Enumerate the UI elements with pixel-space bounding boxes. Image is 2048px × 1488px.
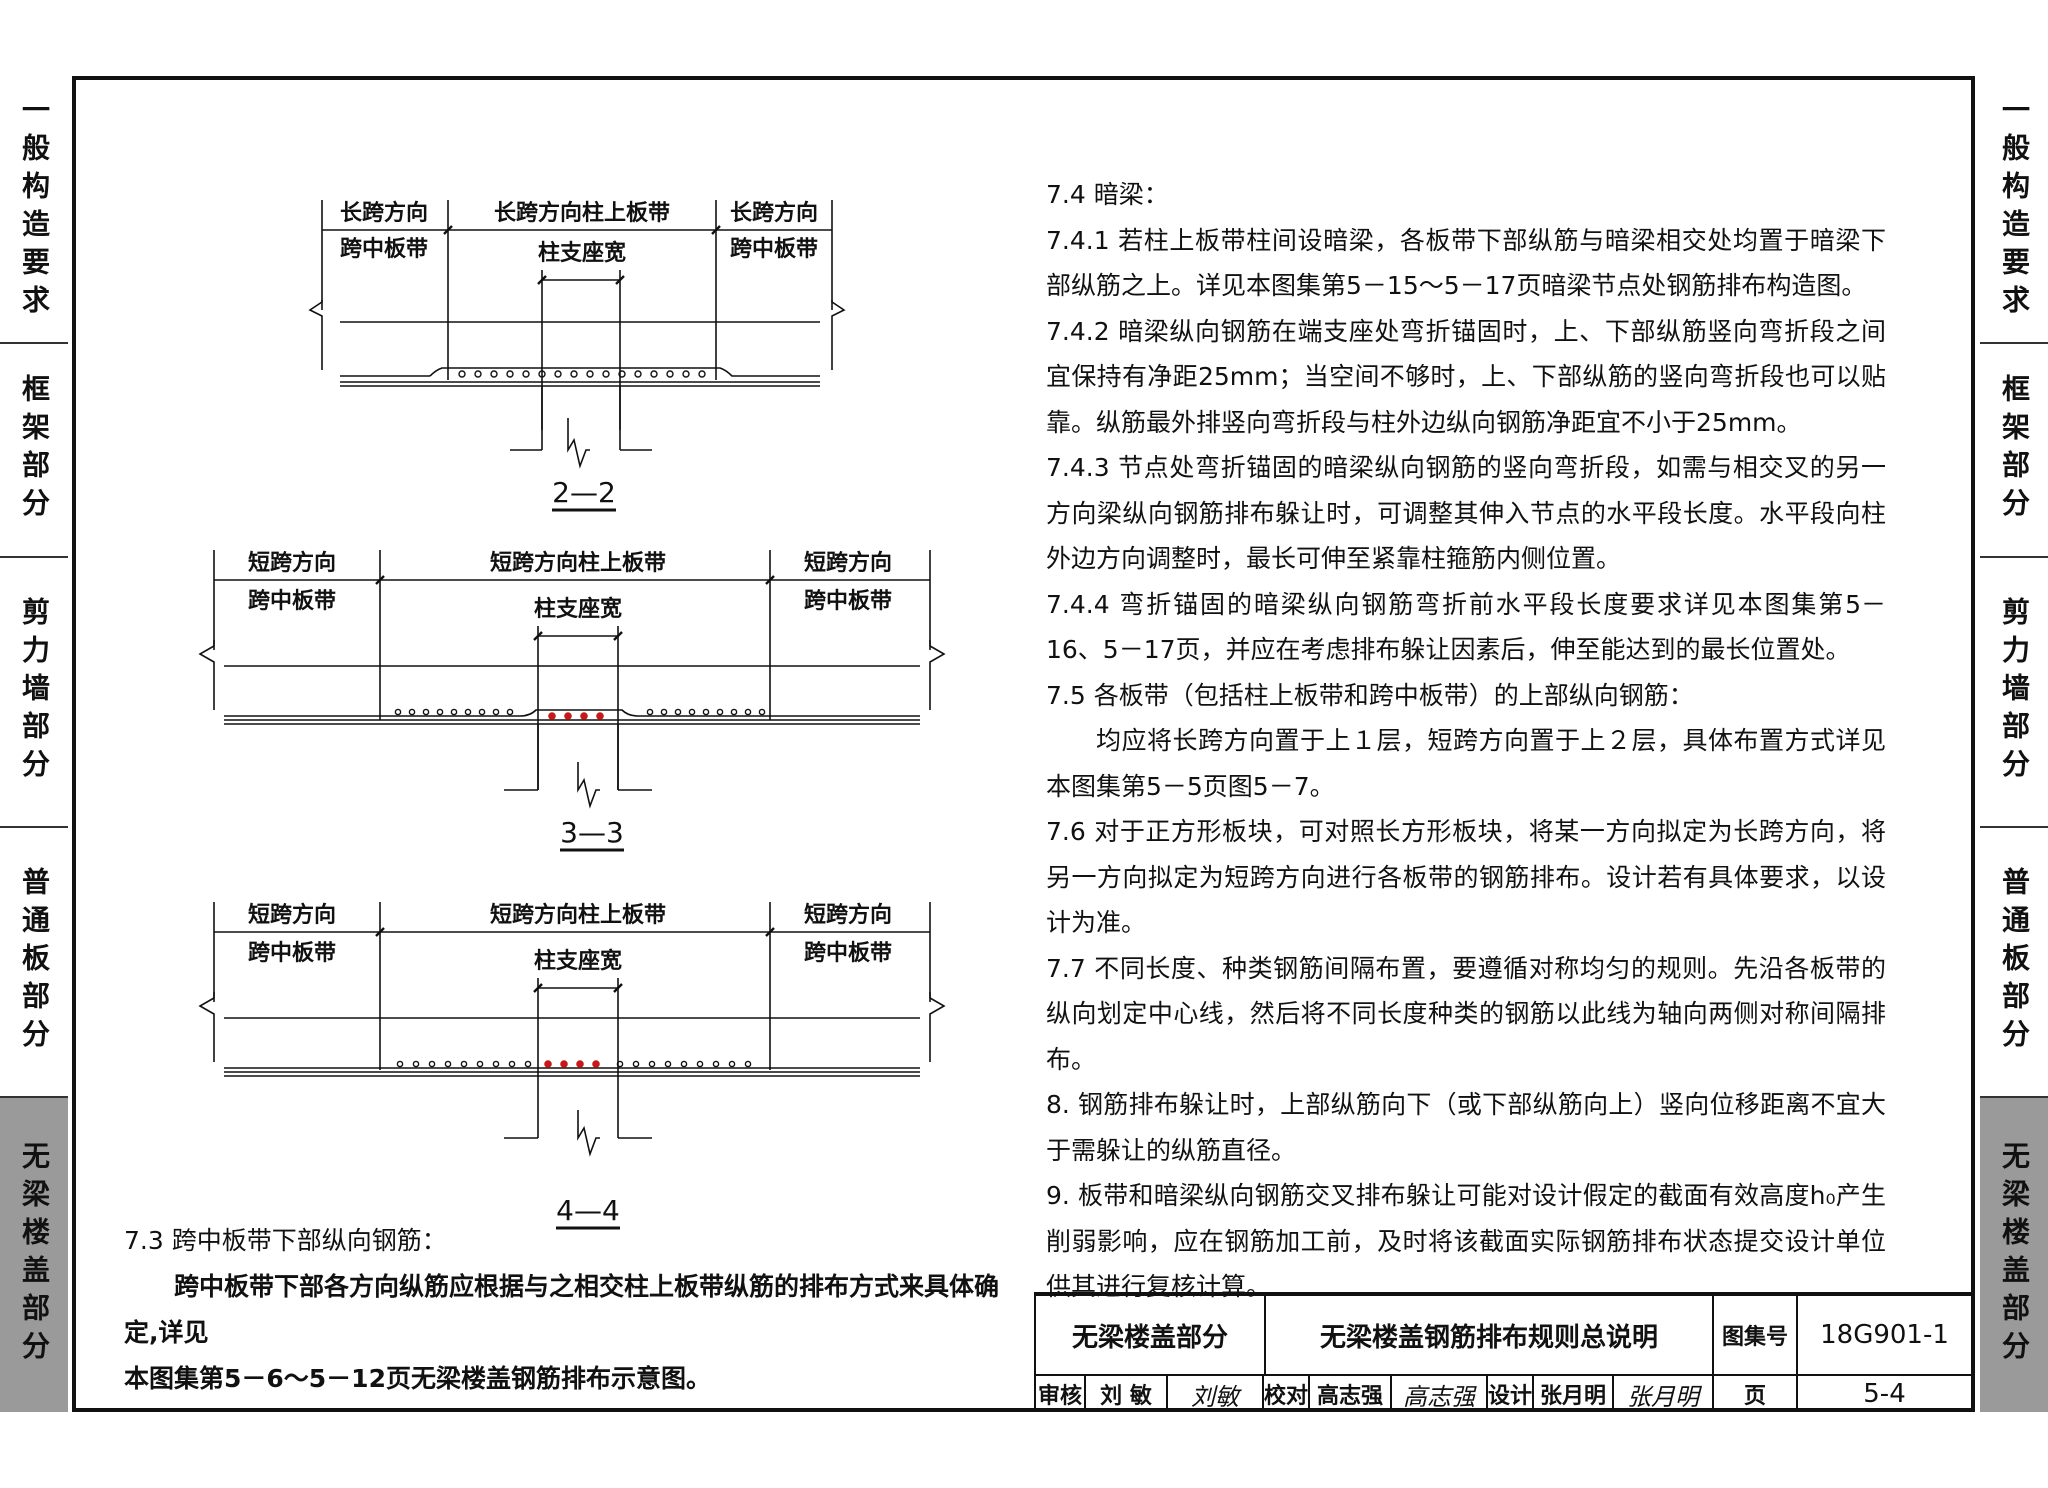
checker-name: 高志强 [1316,1384,1383,1409]
band-label: 长跨方向柱上板带 [494,200,670,226]
note-heading: 7.3 跨中板带下部纵向钢筋： [124,1226,447,1255]
reviewer-signature: 刘敏 [1191,1382,1239,1411]
atlas-label: 图集号 [1721,1325,1788,1350]
band-label: 短跨方向 [248,902,336,928]
section-3-3 [198,550,946,809]
checker-signature: 高志强 [1403,1382,1475,1411]
review-label: 审核 [1037,1384,1082,1409]
tab-label: 一般构造要求 [18,95,51,323]
band-label: 短跨方向 [804,550,892,576]
section-4-4 [198,902,946,1157]
rebar-dots-2-2 [458,370,706,378]
section-2-2 [308,200,846,469]
tab-label: 框架部分 [18,374,51,526]
support-label: 柱支座宽 [538,240,626,266]
tab-ordinary-slab[interactable]: 普通板部分 [1980,828,2048,1098]
tab-flat-slab[interactable]: 无梁楼盖部分 [1980,1098,2048,1412]
note-paragraph: 7.4.3 节点处弯折锚固的暗梁纵向钢筋的竖向弯折段，如需与相交叉的另一方向梁纵… [1046,453,1886,573]
tab-frame[interactable]: 框架部分 [0,344,68,558]
tab-label: 普通板部分 [1998,867,2031,1057]
tab-label: 普通板部分 [18,867,51,1057]
band-label: 跨中板带 [730,237,818,262]
band-label: 短跨方向柱上板带 [490,550,666,576]
tab-flat-slab[interactable]: 无梁楼盖部分 [0,1098,68,1412]
tab-general[interactable]: 一般构造要求 [1980,76,2048,344]
note-paragraph: 8. 钢筋排布躲让时，上部纵筋向下（或下部纵筋向上）竖向位移距离不宜大于需躲让的… [1046,1090,1886,1165]
band-label: 短跨方向 [248,550,336,576]
band-label: 跨中板带 [340,237,428,262]
right-tab-column: 一般构造要求 框架部分 剪力墙部分 普通板部分 无梁楼盖部分 [1980,76,2048,1412]
tab-frame[interactable]: 框架部分 [1980,344,2048,558]
tab-label: 剪力墙部分 [18,597,51,787]
page-label: 页 [1743,1384,1766,1409]
tab-ordinary-slab[interactable]: 普通板部分 [0,828,68,1098]
note-paragraph: 7.4.2 暗梁纵向钢筋在端支座处弯折锚固时，上、下部纵筋竖向弯折段之间宜保持有… [1046,316,1886,437]
reviewer-name: 刘 敏 [1100,1384,1152,1409]
drawing-title: 无梁楼盖钢筋排布规则总说明 [1319,1322,1658,1353]
left-tab-column: 一般构造要求 框架部分 剪力墙部分 普通板部分 无梁楼盖部分 [0,76,68,1412]
page-number: 5-4 [1863,1379,1906,1409]
note-paragraph: 7.4.4 弯折锚固的暗梁纵向钢筋弯折前水平段长度要求详见本图集第5－16、5－… [1046,589,1886,665]
note-body: 跨中板带下部各方向纵筋应根据与之相交柱上板带纵筋的排布方式来具体确定,详见 [124,1272,1000,1347]
tab-label: 框架部分 [1998,374,2031,526]
section-label: 4—4 [556,1194,620,1227]
tab-shear-wall[interactable]: 剪力墙部分 [1980,558,2048,828]
tab-label: 剪力墙部分 [1998,597,2031,787]
atlas-number: 18G901-1 [1820,1320,1949,1350]
drawing-frame [72,76,1975,1412]
tab-shear-wall[interactable]: 剪力墙部分 [0,558,68,828]
check-label: 校对 [1264,1384,1309,1409]
title-block: 无梁楼盖部分 无梁楼盖钢筋排布规则总说明 图集号 18G901-1 审核 刘 敏… [1034,1292,1971,1412]
note-paragraph: 7.4.1 若柱上板带柱间设暗梁，各板带下部纵筋与暗梁相交处均置于暗梁下部纵筋之… [1046,225,1886,301]
note-paragraph: 7.4 暗梁： [1046,180,1169,209]
note-body: 本图集第5－6～5－12页无梁楼盖钢筋排布示意图。 [124,1364,711,1393]
designer-name: 张月明 [1539,1384,1606,1409]
section-label: 2—2 [552,476,616,509]
note-paragraph: 7.6 对于正方形板块，可对照长方形板块，将某一方向拟定为长跨方向，将另一方向拟… [1046,817,1886,937]
tab-label: 无梁楼盖部分 [1998,1141,2031,1369]
note-paragraph: 9. 板带和暗梁纵向钢筋交叉排布躲让可能对设计假定的截面有效高度h₀产生削弱影响… [1046,1181,1886,1301]
rebar-dots-red-4-4 [544,1060,600,1068]
band-label: 长跨方向 [340,200,428,226]
band-label: 跨中板带 [248,589,336,614]
support-label: 柱支座宽 [534,596,622,622]
tab-general[interactable]: 一般构造要求 [0,76,68,344]
band-label: 长跨方向 [730,200,818,226]
note-paragraph: 均应将长跨方向置于上１层，短跨方向置于上２层，具体布置方式详见本图集第5－5页图… [1046,726,1886,801]
note-7-3: 7.3 跨中板带下部纵向钢筋： 跨中板带下部各方向纵筋应根据与之相交柱上板带纵筋… [124,1218,1014,1402]
note-paragraph: 7.5 各板带（包括柱上板带和跨中板带）的上部纵向钢筋： [1046,680,1694,710]
band-label: 短跨方向柱上板带 [490,902,666,928]
support-label: 柱支座宽 [534,948,622,974]
notes-column: 7.4 暗梁： 7.4.1 若柱上板带柱间设暗梁，各板带下部纵筋与暗梁相交处均置… [1046,172,1886,1310]
tab-label: 一般构造要求 [1998,95,2031,323]
tab-label: 无梁楼盖部分 [18,1141,51,1369]
rebar-dots-red-3-3 [548,712,604,720]
band-label: 短跨方向 [804,902,892,928]
band-label: 跨中板带 [804,941,892,966]
note-paragraph: 7.7 不同长度、种类钢筋间隔布置，要遵循对称均匀的规则。先沿各板带的纵向划定中… [1046,953,1886,1074]
category-cell: 无梁楼盖部分 [1071,1322,1228,1353]
design-label: 设计 [1488,1384,1533,1409]
band-label: 跨中板带 [248,941,336,966]
band-label: 跨中板带 [804,589,892,614]
section-label: 3—3 [560,816,624,849]
designer-signature: 张月明 [1627,1382,1699,1411]
rebar-dots-4-4 [396,1060,752,1068]
rebar-dots-3-3 [394,708,766,716]
section-diagrams: 长跨方向 跨中板带 长跨方向柱上板带 柱支座宽 长跨方向 跨中板带 2—2 短跨… [198,200,946,1230]
